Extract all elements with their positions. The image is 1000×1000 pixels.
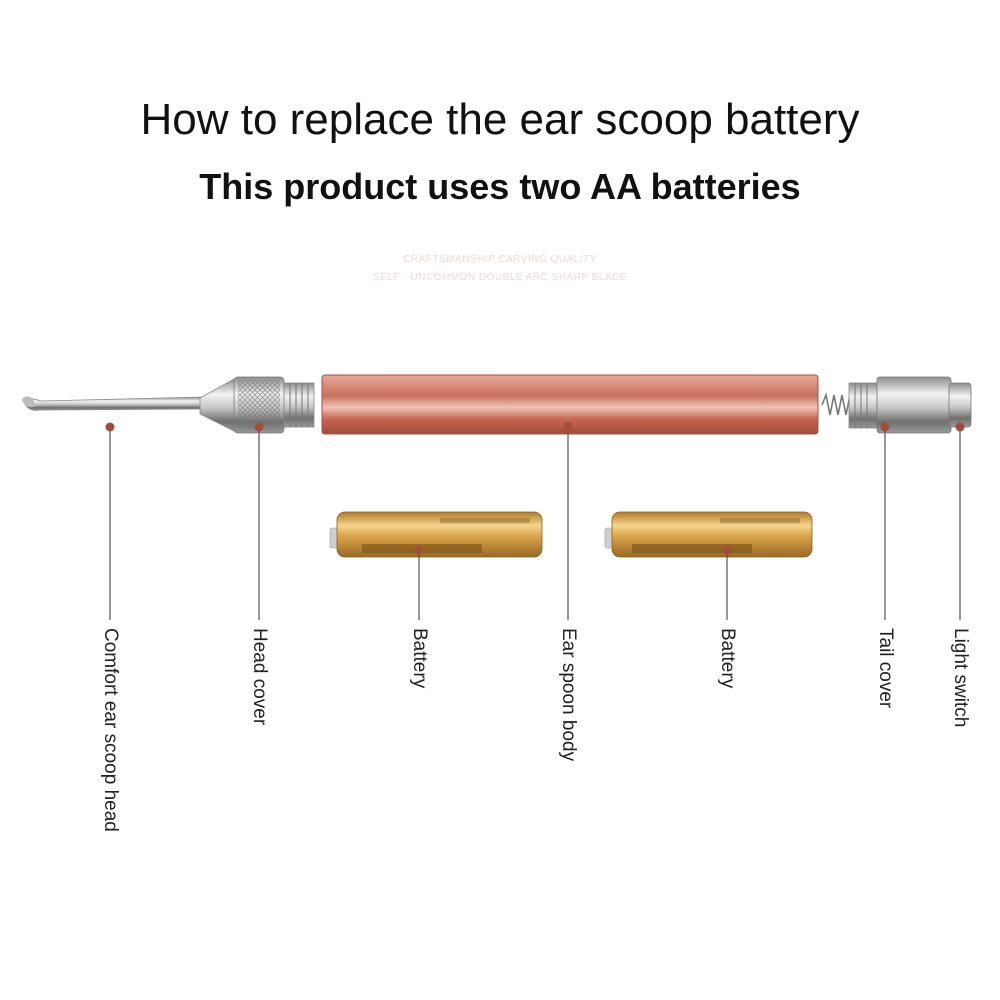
leader-dot-head bbox=[105, 422, 115, 432]
ear-scoop-head bbox=[22, 396, 206, 411]
head-cover bbox=[199, 376, 315, 434]
leader-dot-light-switch bbox=[955, 422, 965, 432]
battery-2 bbox=[604, 511, 813, 558]
ear-spoon-body bbox=[321, 374, 819, 435]
label-battery-1: Battery bbox=[409, 628, 430, 689]
light-switch bbox=[948, 382, 972, 428]
page-subtitle: This product uses two AA batteries bbox=[199, 166, 801, 207]
page-title: How to replace the ear scoop battery bbox=[140, 95, 860, 144]
leader-dot-tail-cover bbox=[880, 422, 890, 432]
tail-cover bbox=[848, 376, 952, 434]
label-ear-spoon-body: Ear spoon body bbox=[558, 628, 579, 762]
leader-dot-battery-1 bbox=[414, 545, 424, 555]
battery-1 bbox=[329, 511, 543, 558]
leader-dot-head-cover bbox=[254, 422, 264, 432]
label-head-cover: Head cover bbox=[249, 628, 270, 726]
label-battery-2: Battery bbox=[717, 628, 738, 689]
label-comfort-ear-scoop-head: Comfort ear scoop head bbox=[100, 628, 121, 832]
label-light-switch: Light switch bbox=[950, 628, 971, 728]
watermark-line-2: SELF - UNCOMMON DOUBLE ARC SHARP BLADE bbox=[373, 272, 627, 283]
watermark-line-1: CRAFTSMANSHIP CARVING QUALITY bbox=[403, 254, 597, 265]
leader-dot-body bbox=[563, 422, 573, 432]
leader-dot-battery-2 bbox=[722, 545, 732, 555]
label-tail-cover: Tail cover bbox=[875, 628, 896, 709]
